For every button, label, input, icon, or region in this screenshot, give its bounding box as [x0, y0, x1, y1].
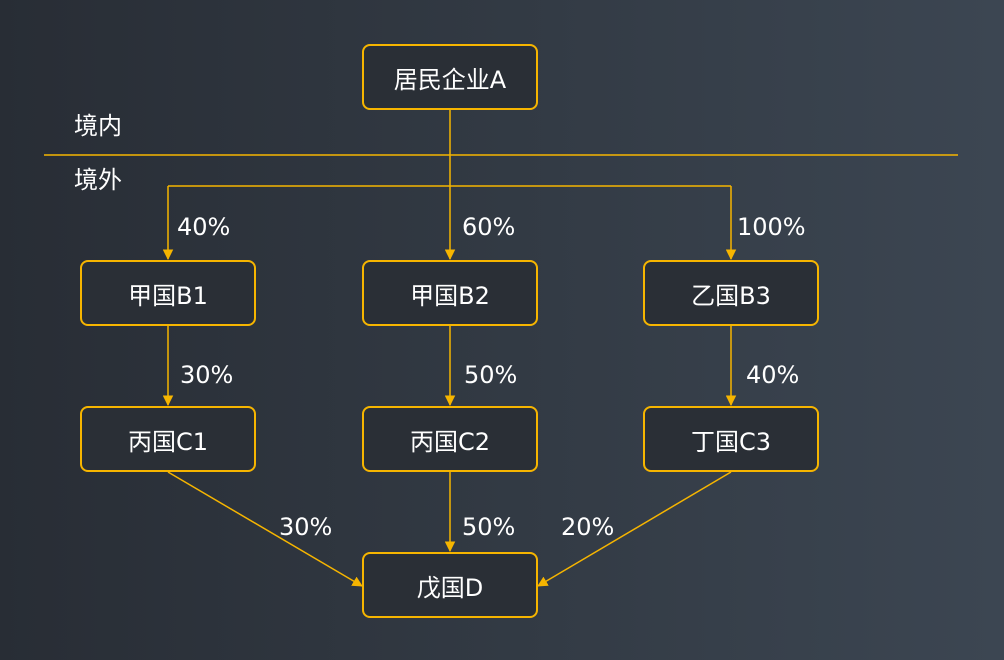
edge-label-c2-d: 50%	[462, 513, 516, 541]
region-label-domestic: 境内	[74, 112, 122, 140]
arrow-c1-d	[167, 471, 363, 587]
arrow-c3-d	[537, 471, 732, 587]
edge-label-a-b2: 60%	[462, 213, 516, 241]
edge-label-b3-c3: 40%	[746, 361, 800, 389]
node-c3: 丁国C3	[643, 406, 819, 472]
node-b2: 甲国B2	[362, 260, 538, 326]
node-c1: 丙国C1	[80, 406, 256, 472]
node-d: 戊国D	[362, 552, 538, 618]
node-b3: 乙国B3	[643, 260, 819, 326]
edge-label-a-b1: 40%	[177, 213, 231, 241]
node-resident-enterprise-a: 居民企业A	[362, 44, 538, 110]
edge-label-b1-c1: 30%	[180, 361, 234, 389]
node-c2: 丙国C2	[362, 406, 538, 472]
edge-label-c1-d: 30%	[279, 513, 333, 541]
node-b1: 甲国B1	[80, 260, 256, 326]
region-label-overseas: 境外	[74, 166, 122, 194]
edge-label-a-b3: 100%	[737, 213, 806, 241]
edge-label-b2-c2: 50%	[464, 361, 518, 389]
edge-label-c3-d: 20%	[561, 513, 615, 541]
